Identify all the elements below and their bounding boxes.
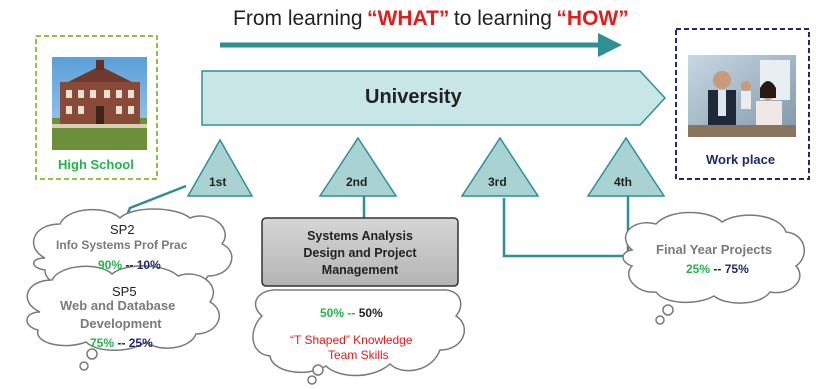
top-arrow (220, 33, 622, 57)
university-label: University (365, 86, 462, 108)
page-title: From learning “WHAT” to learning “HOW” (233, 7, 629, 31)
year-label-3rd: 3rd (488, 175, 507, 189)
triangle-1st (186, 138, 254, 197)
sp5-name-line1: Web and Database (60, 298, 176, 313)
sp2-sep: -- (125, 258, 134, 272)
school-photo (52, 57, 147, 150)
triangle-2nd (318, 136, 398, 197)
sadpm-line2: Design and Project (303, 246, 417, 260)
sadpm-note2: Team Skills (328, 348, 389, 362)
final-pct-b: 75% (724, 262, 749, 276)
sp2-split: 90% -- 10% (98, 258, 161, 272)
sp2-code: SP2 (110, 222, 135, 237)
connector-3rd-4th (502, 196, 630, 258)
cloud-sp5-shape (26, 265, 221, 371)
year-label-2nd: 2nd (346, 175, 368, 189)
sp5-code: SP5 (112, 284, 137, 299)
year-label-4th: 4th (614, 175, 632, 189)
sp5-pct-a: 75% (90, 336, 115, 350)
final-sep: -- (713, 262, 722, 276)
title-prefix: From learning (233, 7, 363, 30)
work-place-label: Work place (706, 152, 776, 167)
university-band-arrow (201, 70, 667, 126)
sadpm-split: 50% -- 50% (320, 306, 383, 320)
sp2-pct-a: 90% (98, 258, 123, 272)
sadpm-note1: “T Shaped” Knowledge (290, 333, 413, 347)
high-school-label: High School (58, 157, 134, 172)
sadpm-pct-a: 50% (320, 306, 345, 320)
sadpm-line1: Systems Analysis (307, 229, 413, 243)
title-how: “HOW” (556, 7, 629, 30)
year-triangles (186, 136, 666, 197)
title-what: “WHAT” (367, 7, 450, 30)
sp2-pct-b: 10% (136, 258, 161, 272)
year-label-1st: 1st (209, 175, 227, 189)
triangle-3rd (460, 136, 540, 197)
final-name: Final Year Projects (656, 242, 773, 257)
sp5-name-line2: Development (80, 316, 162, 331)
cloud-sadpm-shape (252, 289, 466, 385)
office-photo (688, 55, 796, 137)
sp5-pct-b: 25% (128, 336, 153, 350)
sadpm-sep: -- (347, 306, 356, 320)
triangle-4th (586, 136, 666, 197)
title-middle: to learning (453, 7, 552, 30)
sadpm-title: Systems Analysis Design and Project Mana… (262, 228, 458, 279)
sadpm-pct-b: 50% (358, 306, 383, 320)
sp2-name: Info Systems Prof Prac (56, 238, 188, 252)
final-pct-a: 25% (686, 262, 711, 276)
sp5-split: 75% -- 25% (90, 336, 153, 350)
sadpm-line3: Management (321, 263, 399, 277)
sp5-sep: -- (117, 336, 126, 350)
sadpm-box (261, 217, 459, 287)
final-split: 25% -- 75% (686, 262, 749, 276)
cloud-final-shape (622, 211, 806, 325)
